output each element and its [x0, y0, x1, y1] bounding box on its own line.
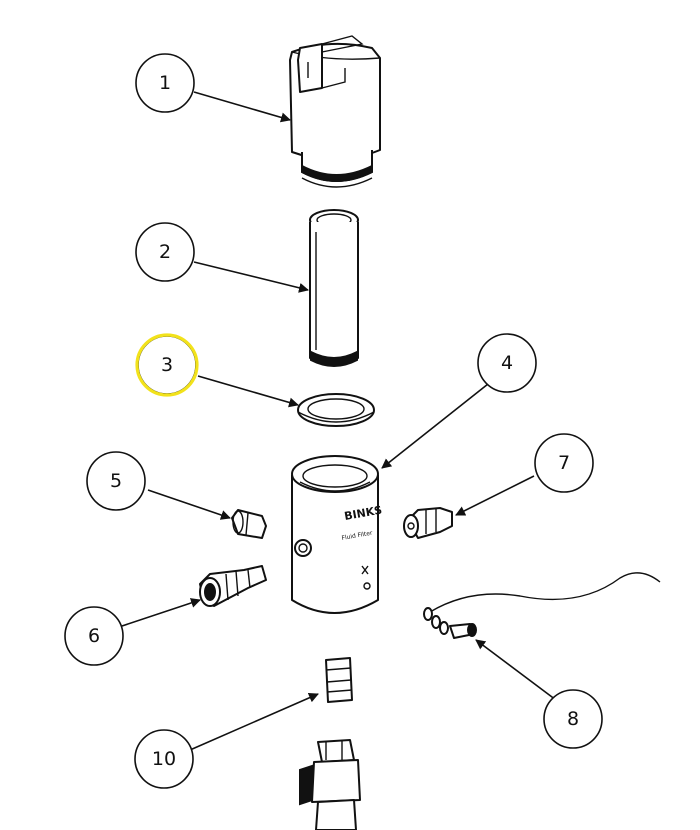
part-lower-fitting	[325, 657, 353, 703]
callout-4-label: 4	[501, 352, 513, 374]
part-lower-assembly	[299, 739, 361, 830]
part-filter-element	[309, 209, 359, 367]
callout-6: 6	[64, 606, 124, 666]
callout-10-label: 10	[152, 748, 176, 770]
callout-5: 5	[86, 451, 146, 511]
callout-2: 2	[135, 222, 195, 282]
callout-3-label: 3	[161, 354, 173, 376]
part-filter-cap	[289, 35, 381, 188]
part-plug	[231, 509, 267, 539]
callout-8: 8	[543, 689, 603, 749]
callout-3: 3	[135, 333, 199, 397]
callout-7: 7	[534, 433, 594, 493]
part-seal-ring	[297, 393, 375, 427]
callout-4: 4	[477, 333, 537, 393]
callout-5-label: 5	[110, 470, 122, 492]
callout-1-label: 1	[159, 72, 171, 94]
callout-7-label: 7	[558, 452, 570, 474]
callout-10: 10	[134, 729, 194, 789]
callout-8-label: 8	[567, 708, 579, 730]
part-screw-and-washers	[423, 572, 661, 639]
part-filter-housing: BINKS Fluid Filter	[291, 455, 383, 614]
part-inlet-fitting	[199, 565, 267, 607]
callout-1: 1	[135, 53, 195, 113]
callout-6-label: 6	[88, 625, 100, 647]
callout-2-label: 2	[159, 241, 171, 263]
leader-lines	[121, 91, 557, 751]
part-outlet-fitting	[403, 507, 453, 539]
